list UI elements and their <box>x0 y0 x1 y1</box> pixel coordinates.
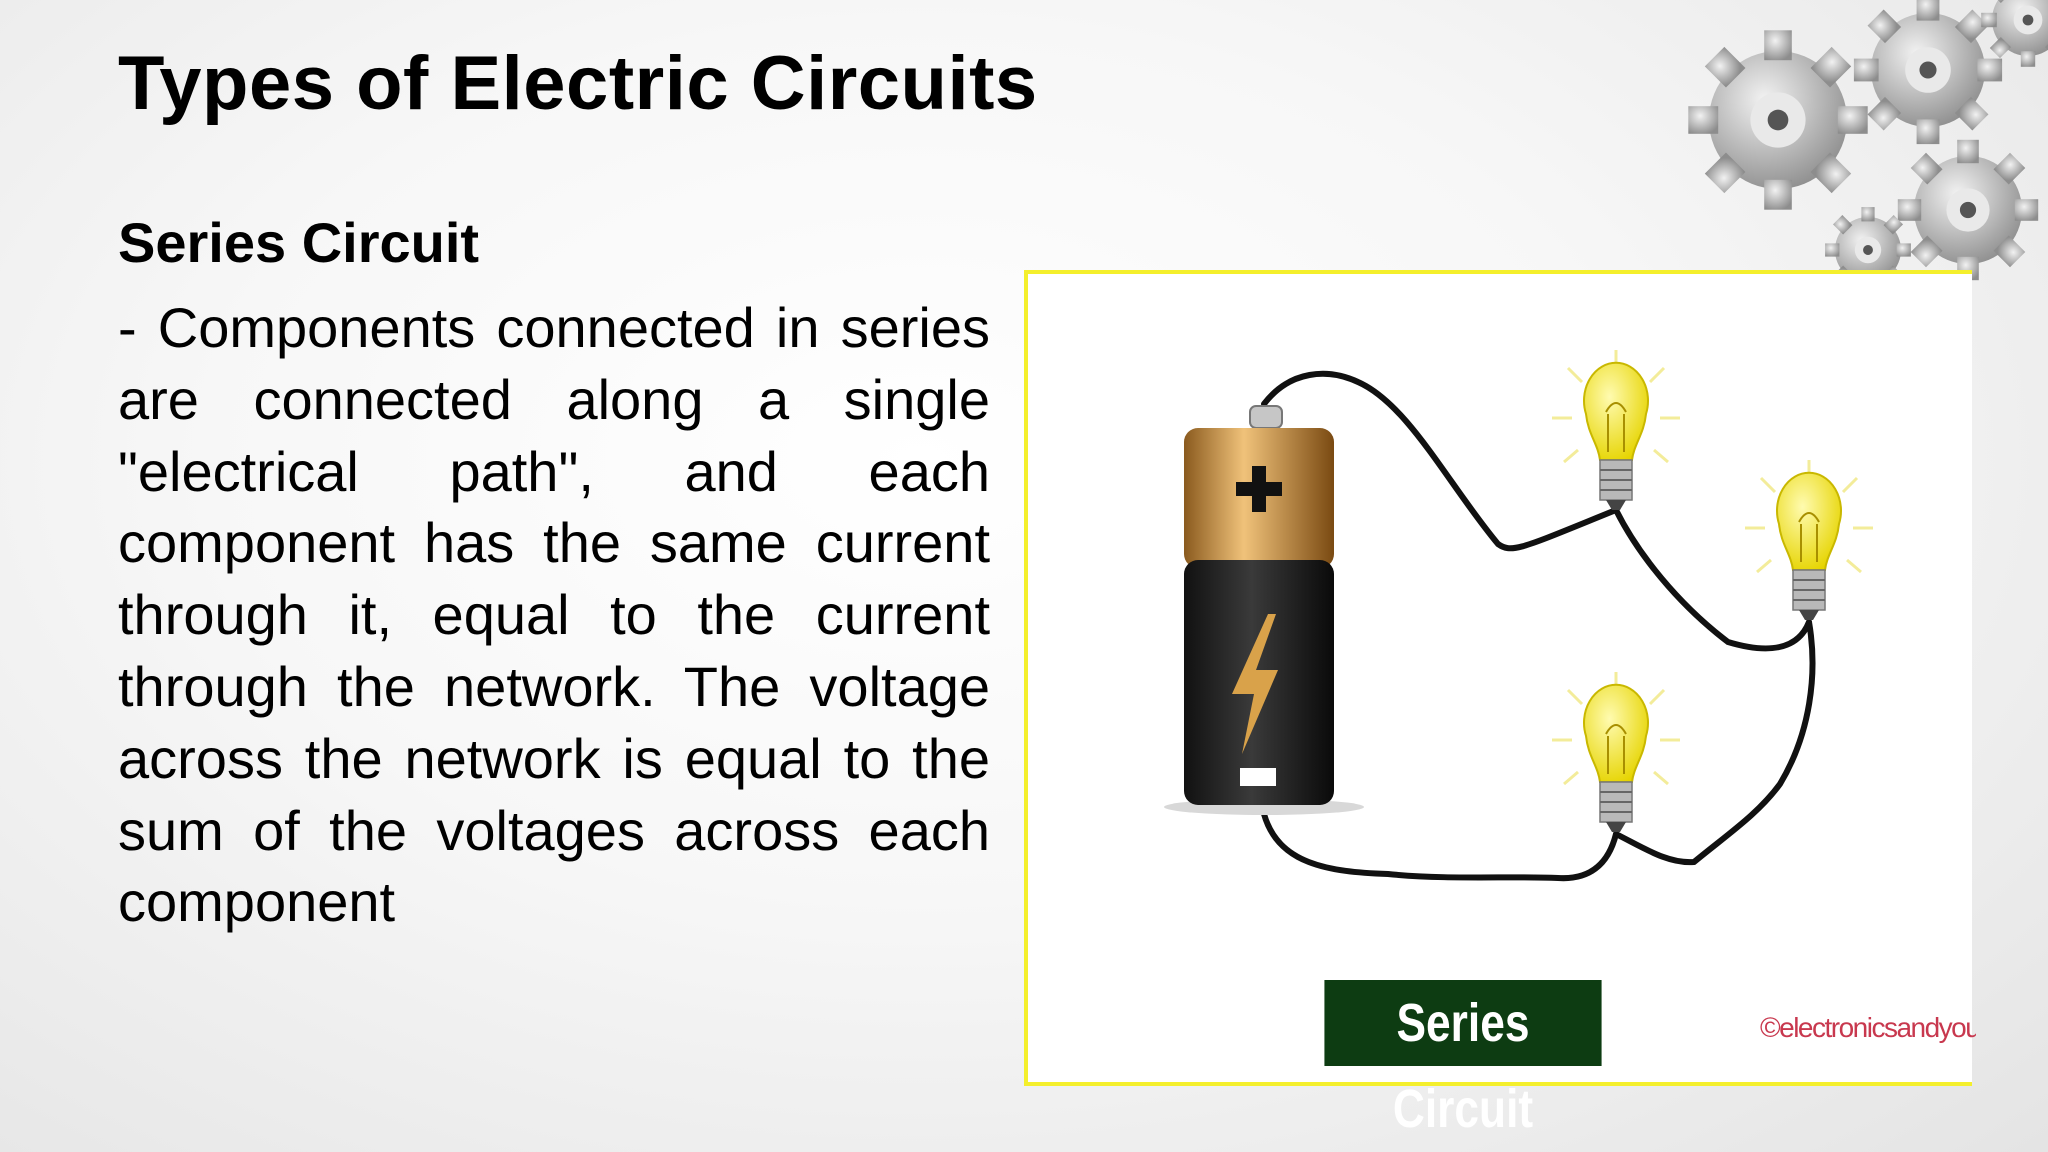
series-circuit-figure: Series Circuit ©electronicsandyou.c <box>1024 270 1976 1139</box>
figure-label: Series Circuit <box>1324 980 1602 1139</box>
slide-title: Types of Electric Circuits <box>118 41 1038 126</box>
lightbulb-icon <box>1743 458 1875 622</box>
lightbulb-icon <box>1550 670 1682 834</box>
circuit-wires <box>1261 370 1816 882</box>
watermark-credit: ©electronicsandyou.c <box>1760 1012 1976 1043</box>
gears-decoration <box>1688 0 2048 290</box>
battery-icon <box>1164 405 1364 815</box>
body-paragraph: - Components connected in series are con… <box>118 296 990 934</box>
lightbulb-icon <box>1550 348 1682 512</box>
circuit-diagram <box>1164 348 1875 882</box>
section-subtitle: Series Circuit <box>118 211 480 274</box>
